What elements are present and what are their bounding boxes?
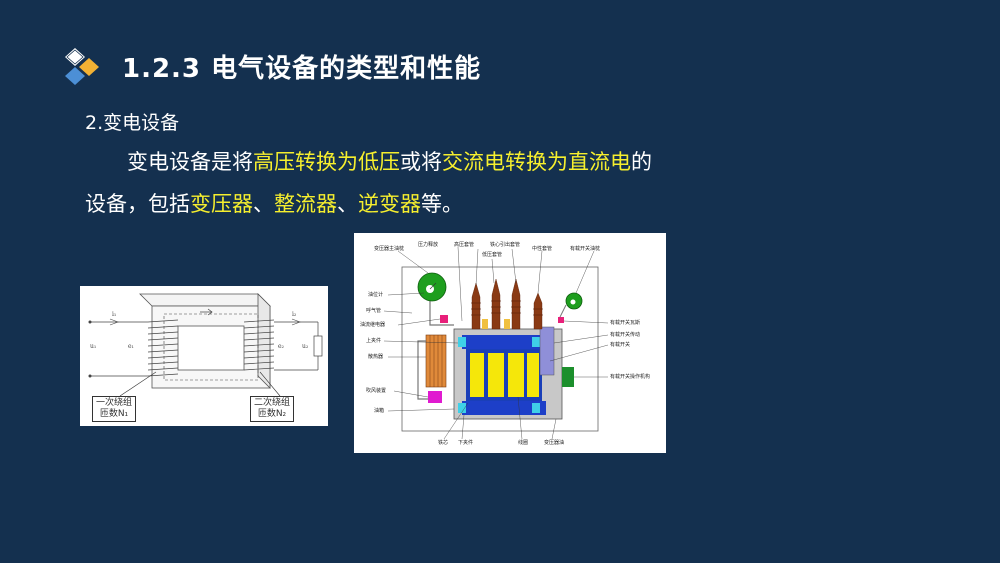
label-fan: 吹风装置 [366,388,387,394]
label-oil-gauge: 油位计 [368,292,384,298]
transformer-structure-figure: 变压器主油枕 压力释放 高压套管 低压套管 铁心引出套管 中性套管 有载开关油枕… [354,233,666,453]
label-conservator: 变压器主油枕 [374,246,405,252]
svg-text:u₂: u₂ [302,343,309,350]
svg-text:i₂: i₂ [292,311,297,318]
text-run: 设备，包括 [85,192,190,216]
secondary-winding-line-1: 二次绕组 [254,398,291,408]
label-buchholz-relay: 油流继电器 [360,322,386,328]
label-transformer-oil: 变压器油 [544,440,565,446]
title-row: 1.2.3 电气设备的类型和性能 [62,44,481,88]
label-winding: 线圈 [518,440,529,446]
transformer-structure-drawing [383,246,609,440]
label-oltc-conservator: 有载开关油枕 [570,246,601,252]
label-core: 铁芯 [438,440,449,446]
transformer-schematic-figure: i₁ u₁ e₁ i₂ e₂ u₂ 一次绕组 匝数N₁ 二次绕组 匝数N₂ [80,286,328,426]
paragraph-line-2: 设备，包括变压器、整流器、逆变器等。 [85,188,463,218]
label-pressure-relief: 压力释放 [418,242,439,248]
label-oltc-drive: 有载开关传动 [610,332,641,338]
label-bottom-clamp: 下夹件 [458,440,474,446]
svg-text:e₂: e₂ [278,343,285,350]
paragraph-line-1: 变电设备是将高压转换为低压或将交流电转换为直流电的 [127,146,652,176]
label-tank: 油箱 [374,408,385,414]
primary-winding-label: 一次绕组 匝数N₁ [92,396,137,422]
label-hv-bushing: 高压套管 [454,242,475,248]
label-core-ground-bushing: 铁心引出套管 [490,242,521,248]
svg-text:u₁: u₁ [90,343,96,350]
highlight-text: 交流电转换为直流电 [442,150,631,174]
page-title: 1.2.3 电气设备的类型和性能 [122,53,482,84]
label-lv-bushing: 低压套管 [482,252,503,258]
label-oltc: 有载开关 [610,342,631,348]
transformer-core-drawing: i₁ u₁ e₁ i₂ e₂ u₂ [88,293,323,397]
highlight-text: 变压器 [190,192,253,216]
text-run: 、 [253,192,274,216]
label-radiator: 散热器 [368,354,384,360]
text-run: 的 [631,150,652,174]
label-breather: 呼气管 [366,308,382,314]
section-subheading: 2.变电设备 [85,112,180,134]
diamond-logo-icon [62,46,102,86]
secondary-winding-label: 二次绕组 匝数N₂ [250,396,295,422]
label-neutral-bushing: 中性套管 [532,246,553,252]
text-run: 等。 [421,192,463,216]
primary-winding-line-1: 一次绕组 [96,398,133,408]
highlight-text: 整流器 [274,192,337,216]
text-run: 、 [337,192,358,216]
secondary-winding-line-2: 匝数N₂ [257,409,287,419]
primary-winding-line-2: 匝数N₁ [99,409,129,419]
highlight-text: 高压转换为低压 [253,150,400,174]
svg-text:e₁: e₁ [128,343,134,350]
svg-text:i₁: i₁ [112,311,116,318]
text-run: 或将 [400,150,442,174]
label-top-clamp: 上夹件 [366,338,382,344]
highlight-text: 逆变器 [358,192,421,216]
label-oltc-mechanism: 有载开关操作机构 [610,374,651,380]
label-oltc-relay: 有载开关瓦斯 [610,320,641,326]
text-run: 变电设备是将 [127,150,253,174]
